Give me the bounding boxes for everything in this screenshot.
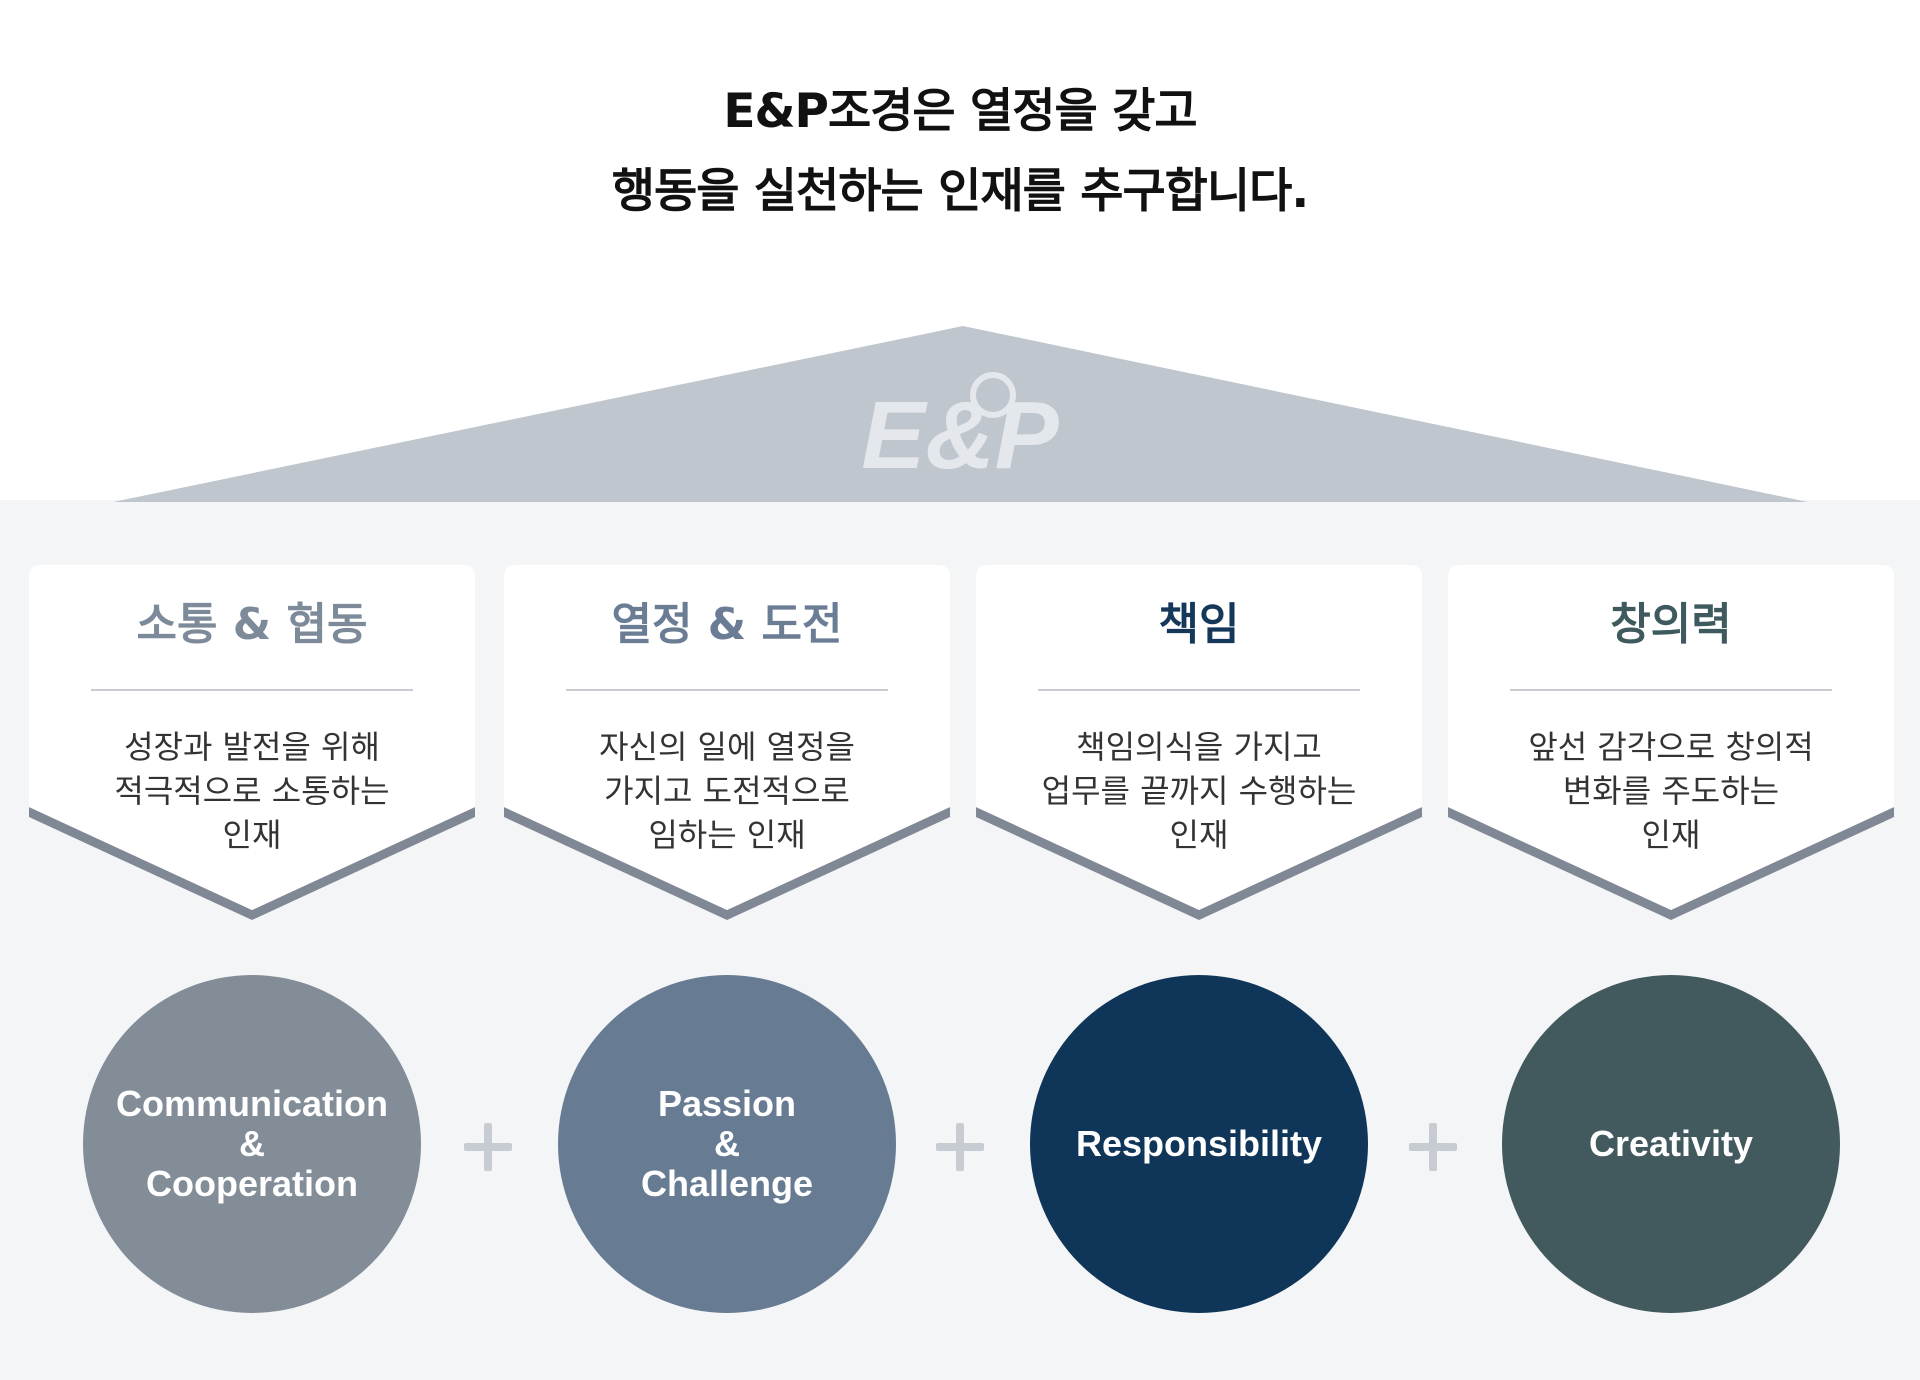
- card-description-line: 인재: [1169, 816, 1229, 854]
- circle-label-line: Challenge: [640, 1163, 814, 1204]
- circle-label-line: Passion: [657, 1083, 797, 1124]
- value-card-creativity: 창의력 앞선 감각으로 창의적 변화를 주도하는 인재: [1448, 565, 1894, 920]
- value-card-responsibility: 책임 책임의식을 가지고 업무를 끝까지 수행하는 인재: [976, 565, 1422, 920]
- value-circle-creativity: Creativity: [1502, 975, 1840, 1313]
- card-description: 자신의 일에 열정을 가지고 도전적으로 임하는 인재: [504, 725, 950, 857]
- card-description-line: 자신의 일에 열정을: [599, 728, 855, 766]
- card-description-line: 인재: [222, 816, 282, 854]
- plus-icon: [1409, 1123, 1457, 1171]
- value-circle-passion: Passion & Challenge: [558, 975, 896, 1313]
- headline: E&P조경은 열정을 갖고 행동을 실천하는 인재를 추구합니다.: [0, 72, 1920, 232]
- card-shape: [976, 565, 1422, 920]
- card-title: 소통 & 협동: [136, 599, 368, 650]
- card-description-line: 적극적으로 소통하는: [114, 772, 390, 810]
- card-divider: [1510, 689, 1832, 691]
- card-title: 책임: [1158, 599, 1240, 650]
- roof-logo-mark: [970, 372, 1016, 418]
- card-description-line: 성장과 발전을 위해: [124, 728, 380, 766]
- card-divider: [91, 689, 413, 691]
- headline-line-2: 행동을 실천하는 인재를 추구합니다.: [611, 164, 1310, 219]
- card-description-line: 인재: [1641, 816, 1701, 854]
- card-shape: [29, 565, 475, 920]
- card-description: 앞선 감각으로 창의적 변화를 주도하는 인재: [1448, 725, 1894, 857]
- card-description-line: 앞선 감각으로 창의적: [1528, 728, 1814, 766]
- value-circle-responsibility: Responsibility: [1030, 975, 1368, 1313]
- card-divider: [1038, 689, 1360, 691]
- card-description-line: 업무를 끝까지 수행하는: [1041, 772, 1357, 810]
- circle-label-line: Cooperation: [146, 1163, 358, 1204]
- circle-label-line: &: [239, 1123, 265, 1164]
- plus-icon: [464, 1123, 512, 1171]
- card-description: 책임의식을 가지고 업무를 끝까지 수행하는 인재: [976, 725, 1422, 857]
- circle-label-line: Communication: [115, 1083, 388, 1124]
- card-description-line: 책임의식을 가지고: [1076, 728, 1322, 766]
- card-description: 성장과 발전을 위해 적극적으로 소통하는 인재: [29, 725, 475, 857]
- circle-label-line: &: [714, 1123, 740, 1164]
- roof: E&P: [113, 326, 1808, 502]
- value-card-communication: 소통 & 협동 성장과 발전을 위해 적극적으로 소통하는 인재: [29, 565, 475, 920]
- card-shape: [1448, 565, 1894, 920]
- card-description-line: 가지고 도전적으로: [604, 772, 850, 810]
- value-card-passion: 열정 & 도전 자신의 일에 열정을 가지고 도전적으로 임하는 인재: [504, 565, 950, 920]
- card-description-line: 변화를 주도하는: [1562, 772, 1780, 810]
- roof-shape: [113, 326, 1808, 502]
- card-title: 열정 & 도전: [611, 599, 843, 650]
- card-divider: [566, 689, 888, 691]
- card-shape: [504, 565, 950, 920]
- circle-label-line: Responsibility: [1075, 1123, 1323, 1164]
- value-circle-communication: Communication & Cooperation: [83, 975, 421, 1313]
- headline-line-1: E&P조경은 열정을 갖고: [723, 84, 1197, 139]
- card-title: 창의력: [1610, 599, 1732, 650]
- plus-icon: [936, 1123, 984, 1171]
- circle-label-line: Creativity: [1588, 1123, 1754, 1164]
- card-description-line: 임하는 인재: [648, 816, 806, 854]
- roof-logo: E&P: [861, 382, 1059, 489]
